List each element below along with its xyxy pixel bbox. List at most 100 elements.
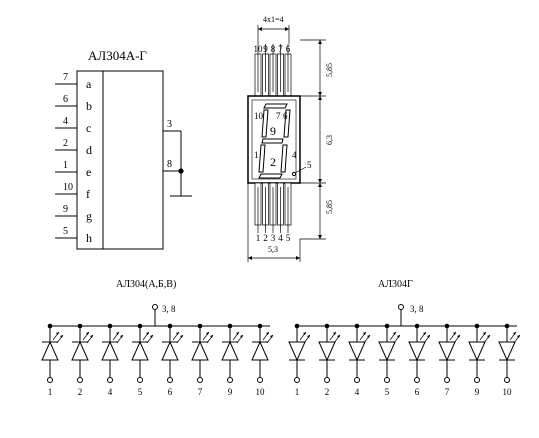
inner-label-dp: 5 — [307, 160, 312, 170]
diagram-left: АЛ304(А,Б,В) 3, 8 1 2 4 5 6 7 9 10 — [41, 279, 274, 397]
inner-label-center-bottom: 2 — [270, 155, 276, 169]
pin-label-9: 9 — [475, 387, 480, 397]
pin-terminal-9 — [474, 377, 480, 383]
width-dimension: 5,3 — [247, 183, 301, 262]
segment-d — [258, 173, 283, 179]
pin-terminal-7 — [197, 377, 203, 383]
input-pin-a: 7 — [63, 72, 68, 83]
segment-g — [261, 138, 284, 144]
pin-label-1: 1 — [295, 387, 300, 397]
input-pin-b: 6 — [63, 94, 68, 105]
pin-terminal-4 — [354, 377, 360, 383]
segment-e — [258, 144, 266, 173]
inner-label-left-mid: 1 — [254, 150, 259, 160]
schematic-box — [76, 70, 164, 250]
pin-terminal-7 — [444, 377, 450, 383]
diagram-right-title: АЛ304Г — [378, 279, 413, 290]
input-pin-f: 10 — [63, 182, 73, 193]
diode-1 — [41, 340, 59, 361]
pin-label-6: 6 — [415, 387, 420, 397]
pin-label-6: 6 — [168, 387, 173, 397]
pin-label-2: 2 — [325, 387, 330, 397]
pin-label-4: 4 — [355, 387, 360, 397]
diode-6 — [408, 341, 426, 362]
segment-label-c: c — [86, 121, 91, 135]
bottom-pin-label-3: 3 — [271, 233, 276, 243]
pin-label-10: 10 — [256, 387, 266, 397]
diode-2 — [318, 341, 336, 362]
diode-10 — [498, 341, 516, 362]
segment-a — [263, 103, 288, 109]
diagram-left-title: АЛ304(А,Б,В) — [116, 279, 176, 290]
segment-label-e: e — [86, 165, 91, 179]
diode-1 — [288, 341, 306, 362]
pin-terminal-2 — [77, 377, 83, 383]
common-pin-3: 3 — [167, 119, 172, 130]
pin-label-5: 5 — [385, 387, 390, 397]
pin-label-4: 4 — [108, 387, 113, 397]
inner-label-center-top: 9 — [270, 124, 276, 138]
pitch-label: 4x1=4 — [263, 15, 284, 24]
pin-terminal-9 — [227, 377, 233, 383]
pin-label-5: 5 — [138, 387, 143, 397]
pin-label-10: 10 — [503, 387, 513, 397]
height-top-label: 5,85 — [325, 63, 334, 77]
inner-label-tr2: 6 — [283, 111, 288, 121]
bottom-pin-label-2: 2 — [263, 233, 268, 243]
segment-label-a: a — [86, 77, 92, 91]
pin-terminal-10 — [257, 377, 263, 383]
input-pin-g: 9 — [63, 204, 68, 215]
diode-7 — [191, 340, 209, 361]
segment-label-g: g — [86, 209, 92, 223]
pin-terminal-5 — [137, 377, 143, 383]
bottom-pin-label-4: 4 — [278, 233, 283, 243]
common-pin-8: 8 — [167, 159, 172, 170]
pin-terminal-2 — [324, 377, 330, 383]
diagram-left-common: 3, 8 — [162, 304, 176, 314]
package-window — [251, 99, 297, 180]
diode-2 — [71, 340, 89, 361]
pin-terminal-1 — [294, 377, 300, 383]
pin-label-2: 2 — [78, 387, 83, 397]
segment-label-f: f — [86, 187, 90, 201]
pin-terminal-1 — [47, 377, 53, 383]
segment-b — [283, 109, 291, 138]
segment-label-d: d — [86, 143, 92, 157]
height-dimensions: 5,85 6,3 5,85 — [300, 39, 334, 240]
inner-label-tl: 10 — [254, 111, 264, 121]
diode-7 — [438, 341, 456, 362]
segment-dp — [291, 171, 297, 177]
segment-label-h: h — [86, 231, 92, 245]
height-bottom-label: 5,85 — [325, 200, 334, 214]
common-terminal — [152, 304, 158, 310]
pin-label-7: 7 — [198, 387, 203, 397]
segment-c — [280, 144, 288, 173]
input-pin-c: 4 — [63, 116, 68, 127]
diode-5 — [131, 340, 149, 361]
diagram-right: АЛ304Г 3, 8 1 2 4 5 6 7 9 10 — [288, 279, 521, 397]
diode-5 — [378, 341, 396, 362]
pin-terminal-10 — [504, 377, 510, 383]
diagram-right-common: 3, 8 — [410, 304, 424, 314]
diode-10 — [251, 340, 269, 361]
inner-label-tr: 7 — [276, 111, 281, 121]
schematic-title: АЛ304А-Г — [88, 48, 147, 63]
common-terminal — [398, 304, 404, 310]
pin-terminal-4 — [107, 377, 113, 383]
width-label: 5,3 — [268, 245, 278, 254]
diode-9 — [221, 340, 239, 361]
input-pin-d: 2 — [63, 138, 68, 149]
diode-4 — [101, 340, 119, 361]
pin-label-1: 1 — [48, 387, 53, 397]
segment-label-b: b — [86, 99, 92, 113]
pin-label-7: 7 — [445, 387, 450, 397]
diode-6 — [161, 340, 179, 361]
pin-terminal-5 — [384, 377, 390, 383]
pin-label-9: 9 — [228, 387, 233, 397]
diode-4 — [348, 341, 366, 362]
schematic-common-pins: 3 8 — [163, 119, 192, 197]
diode-9 — [468, 341, 486, 362]
pin-terminal-6 — [167, 377, 173, 383]
